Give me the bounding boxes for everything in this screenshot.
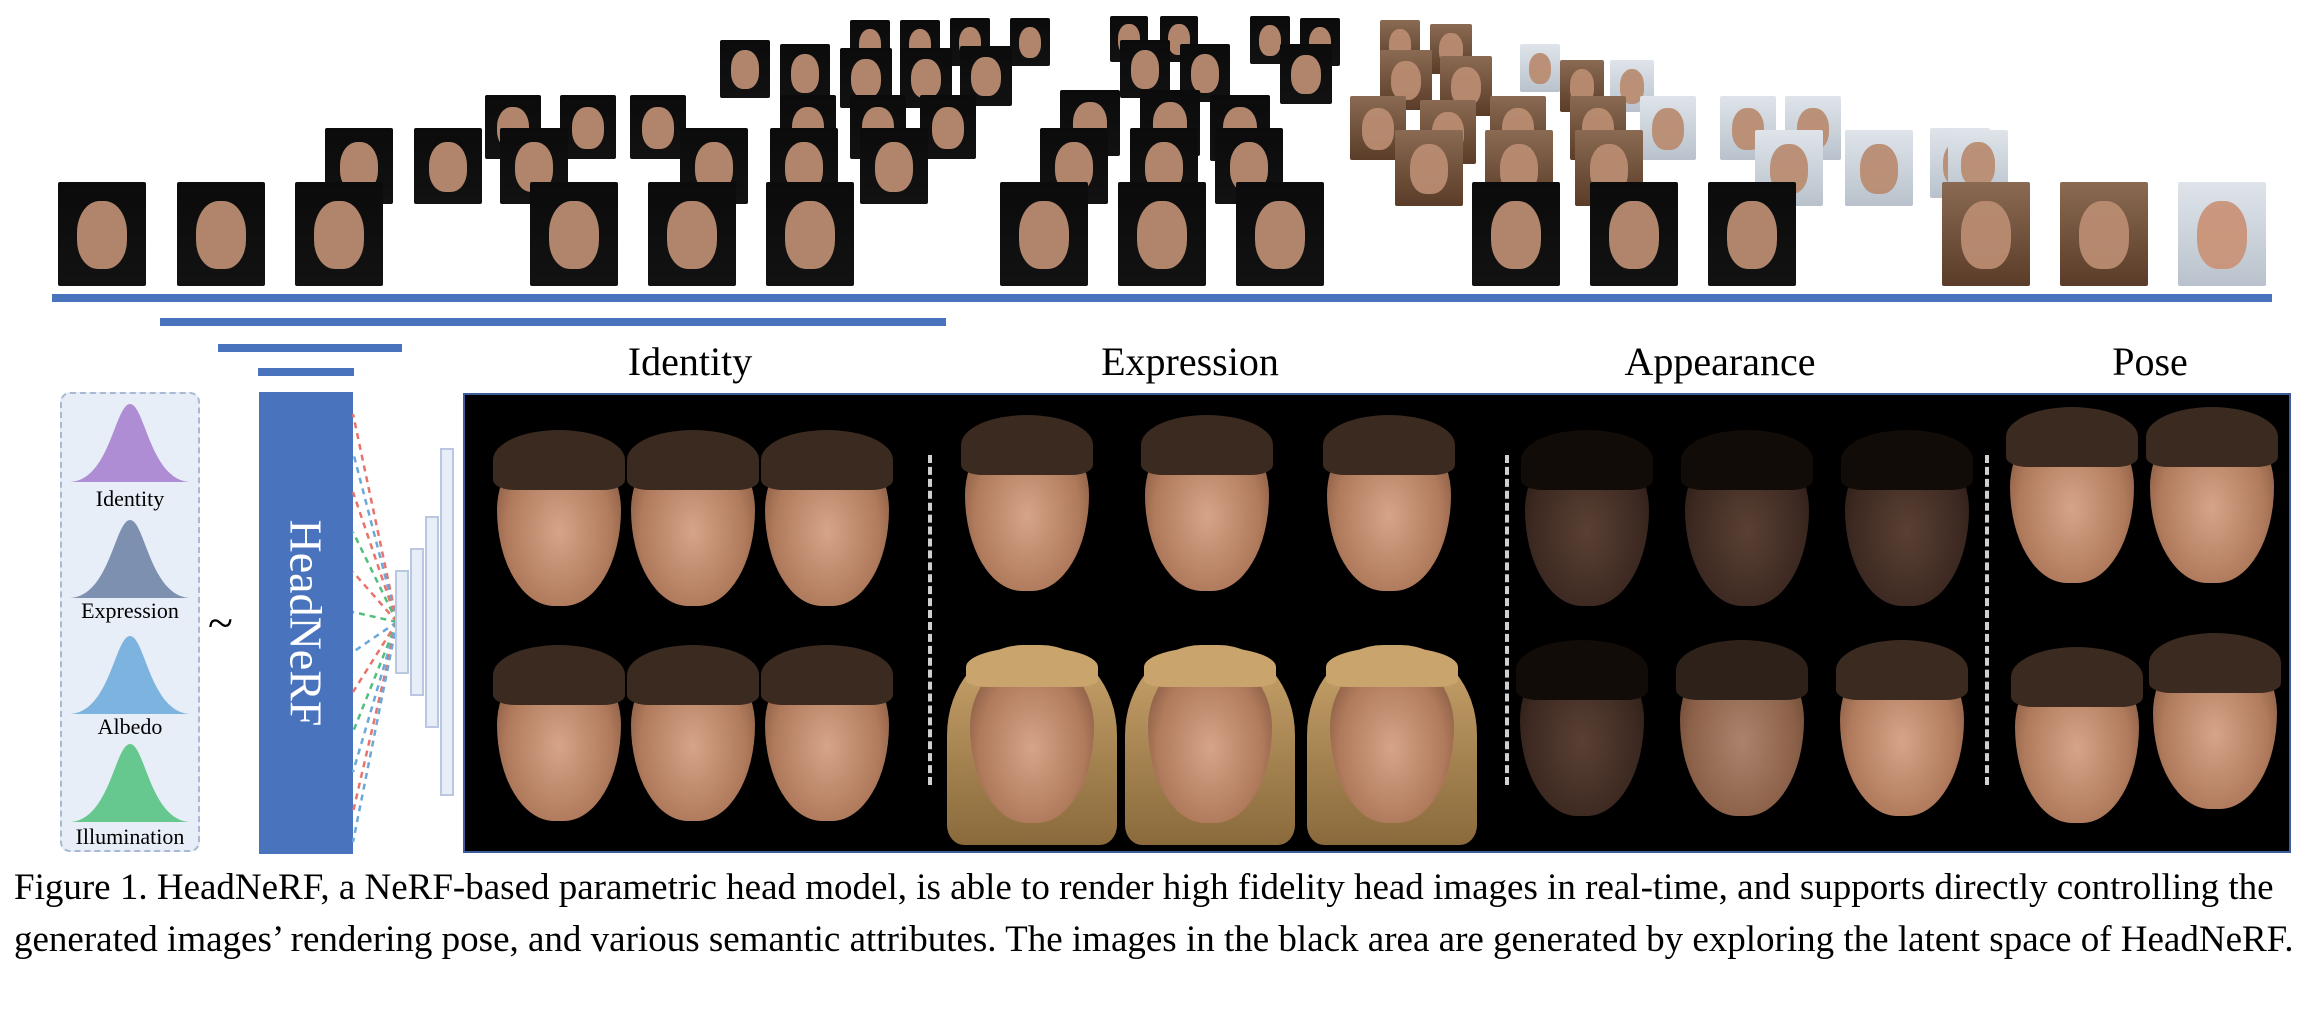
collage-photo: [1118, 182, 1206, 286]
generated-face-expression: [961, 415, 1093, 591]
generated-face-identity: [627, 645, 759, 821]
collage-photo: [1395, 130, 1463, 206]
collage-photo: [780, 44, 830, 102]
collage-photo: [1640, 96, 1696, 160]
section-label-appearance: Appearance: [1624, 339, 1816, 384]
section-divider: [1505, 455, 1509, 785]
collage-baseline-bar: [52, 294, 2272, 302]
illumination-gaussian-icon: [70, 744, 190, 822]
collage-photo: [766, 182, 854, 286]
collage-photo: [860, 128, 928, 204]
generated-face-appearance: [1516, 640, 1648, 816]
generated-face-appearance: [1676, 640, 1808, 816]
generated-face-identity: [627, 430, 759, 606]
identity-gaussian-icon: [70, 404, 190, 482]
generated-face-pose: [2006, 407, 2138, 583]
collage-photo: [1942, 182, 2030, 286]
collage-photo: [1708, 182, 1796, 286]
collage-photo: [295, 182, 383, 286]
collage-photo: [2178, 182, 2266, 286]
headnerf-model-label: HeadNeRF: [280, 519, 332, 727]
collage-photo: [720, 40, 770, 98]
decoder-layer: [410, 548, 424, 696]
collage-photo: [1590, 182, 1678, 286]
collage-photo: [1236, 182, 1324, 286]
collage-photo: [1472, 182, 1560, 286]
collage-photo: [1845, 130, 1913, 206]
figure-caption: Figure 1. HeadNeRF, a NeRF-based paramet…: [14, 867, 2294, 960]
headnerf-model-block: HeadNeRF: [259, 392, 353, 854]
generated-face-identity: [493, 645, 625, 821]
collage-photo: [177, 182, 265, 286]
section-label-pose: Pose: [2112, 339, 2188, 384]
generated-face-appearance: [1841, 430, 1973, 606]
generated-face-identity: [761, 645, 893, 821]
generated-images-panel: [463, 393, 2291, 853]
generated-face-appearance: [1521, 430, 1653, 606]
latent-distribution-curves: [70, 404, 190, 822]
distribution-label-illumination: Illumination: [75, 824, 185, 849]
sampling-tilde: ~: [208, 597, 233, 648]
pyramid-bar-1: [160, 318, 946, 326]
generated-face-appearance: [1836, 640, 1968, 816]
distribution-label-albedo: Albedo: [97, 714, 163, 739]
generated-face-identity: [761, 430, 893, 606]
decoder-layer: [440, 448, 454, 796]
collage-photo: [1010, 18, 1050, 66]
generated-face-expression: [1141, 415, 1273, 591]
generated-face-pose: [2146, 407, 2278, 583]
generated-face-appearance: [1681, 430, 1813, 606]
pyramid-bar-3: [258, 368, 354, 376]
generated-face-pose: [2149, 633, 2281, 809]
generated-face-expression: [966, 647, 1098, 823]
generated-face-pose: [2011, 647, 2143, 823]
collage-photo: [920, 95, 976, 159]
collage-photo: [1280, 44, 1332, 104]
distribution-label-identity: Identity: [95, 486, 165, 511]
collage-photo: [414, 128, 482, 204]
collage-photo: [1000, 182, 1088, 286]
decoder-layer: [425, 516, 439, 728]
section-label-identity: Identity: [627, 339, 753, 384]
collage-photo: [1520, 44, 1560, 92]
expression-gaussian-icon: [70, 520, 190, 598]
collage-photo: [2060, 182, 2148, 286]
albedo-gaussian-icon: [70, 636, 190, 714]
section-divider: [1985, 455, 1989, 785]
generated-face-identity: [493, 430, 625, 606]
generated-face-expression: [1144, 647, 1276, 823]
pyramid-bar-2: [218, 344, 402, 352]
collage-photo: [630, 95, 686, 159]
section-label-expression: Expression: [1101, 339, 1279, 384]
collage-photo: [648, 182, 736, 286]
collage-photo: [58, 182, 146, 286]
network-connection-arrows: [351, 413, 399, 843]
section-divider: [928, 455, 932, 785]
collage-photo: [1120, 40, 1170, 98]
distribution-label-expression: Expression: [81, 598, 179, 623]
collage-photo: [530, 182, 618, 286]
generated-face-expression: [1326, 647, 1458, 823]
decoder-layer: [395, 570, 409, 674]
generated-face-expression: [1323, 415, 1455, 591]
collage-photo: [560, 95, 616, 159]
